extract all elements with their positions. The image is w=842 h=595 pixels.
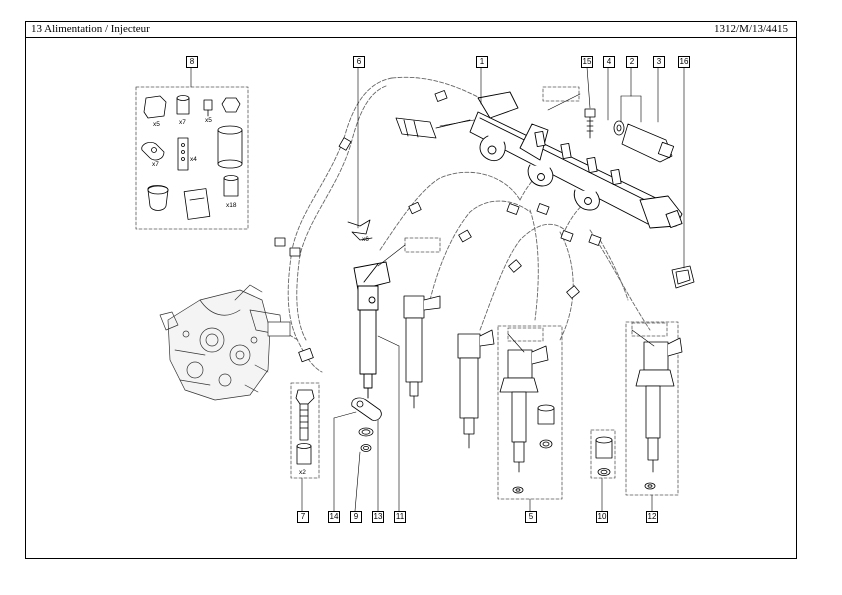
kit-10-parts	[595, 436, 613, 476]
callout-5: 5	[525, 511, 537, 523]
kit-8-parts	[141, 95, 243, 220]
label-box-d	[631, 322, 668, 337]
qty-label: x18	[226, 202, 237, 209]
qty-label: x7	[179, 119, 186, 126]
kit-10-frame	[590, 429, 616, 479]
callout-10: 10	[596, 511, 608, 523]
pressure-sensor	[613, 120, 675, 163]
qty-label: x6	[362, 236, 369, 243]
callout-13: 13	[372, 511, 384, 523]
callout-12: 12	[646, 511, 658, 523]
diagram-sheet: 13 Alimentation / Injecteur 1312/M/13/44…	[25, 21, 797, 559]
retaining-clip	[347, 219, 373, 241]
callout-11: 11	[394, 511, 406, 523]
callout-16: 16	[678, 56, 690, 68]
callout-6: 6	[353, 56, 365, 68]
injector-3	[457, 329, 495, 449]
injector-main	[353, 261, 391, 399]
clamp-and-seals	[351, 397, 382, 452]
section-title: 13 Alimentation / Injecteur	[31, 23, 150, 35]
injector-12	[635, 337, 683, 490]
injector-2	[403, 295, 441, 409]
qty-label: x5	[205, 117, 212, 124]
qty-label: x4	[190, 156, 197, 163]
screw-15	[584, 108, 596, 139]
injector-5	[499, 345, 555, 494]
label-box-a	[542, 86, 580, 102]
callout-1: 1	[476, 56, 488, 68]
kit-8-frame	[135, 86, 249, 230]
high-pressure-pump	[159, 284, 291, 401]
kit-5-frame	[497, 325, 563, 500]
qty-label: x2	[299, 469, 306, 476]
qty-label: x7	[152, 161, 159, 168]
leader-lines	[190, 66, 685, 512]
kit-7-parts	[295, 389, 315, 465]
callout-8: 8	[186, 56, 198, 68]
kit-7-frame	[290, 382, 320, 479]
connector-left	[395, 117, 471, 139]
callout-9: 9	[350, 511, 362, 523]
qty-label: x5	[153, 121, 160, 128]
callout-2: 2	[626, 56, 638, 68]
callout-14: 14	[328, 511, 340, 523]
pipe-clamps	[274, 90, 602, 363]
callout-3: 3	[653, 56, 665, 68]
callout-15: 15	[581, 56, 593, 68]
reference-number: 1312/M/13/4415	[714, 23, 788, 35]
group-frames	[135, 86, 679, 500]
label-box-b	[404, 237, 441, 253]
title-bar: 13 Alimentation / Injecteur 1312/M/13/44…	[26, 22, 796, 38]
fuel-pipes	[247, 76, 651, 373]
sensor-16	[671, 265, 695, 289]
label-box-c	[507, 327, 544, 342]
common-rail	[469, 91, 683, 229]
callout-4: 4	[603, 56, 615, 68]
callout-7: 7	[297, 511, 309, 523]
